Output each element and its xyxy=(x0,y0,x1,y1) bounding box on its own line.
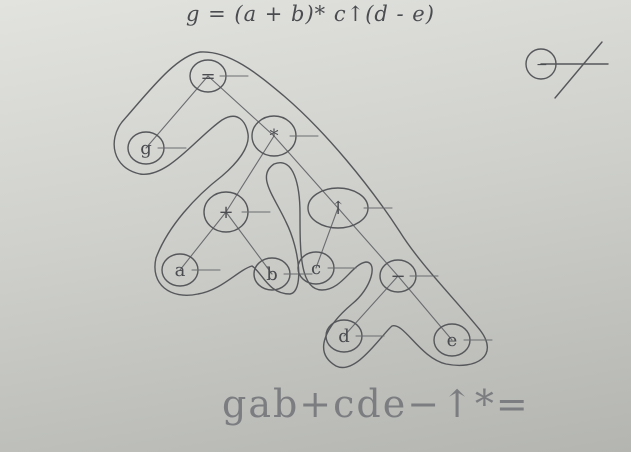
tree-node-mul: * xyxy=(251,115,319,157)
tree-node-label: c xyxy=(311,258,321,279)
notation-label: − xyxy=(536,57,548,73)
tree-edge-eq-mul xyxy=(207,75,275,137)
tree-node-label: a xyxy=(175,260,186,281)
tree-node-label: ↑ xyxy=(330,198,345,219)
tree-edge-plus-a xyxy=(179,211,227,271)
tree-node-g: g xyxy=(127,131,187,165)
tree-edge-mul-pow xyxy=(273,135,339,209)
tree-node-label: d xyxy=(338,326,350,347)
tree-node-label: − xyxy=(390,266,405,287)
tree-node-pow: ↑ xyxy=(307,187,393,229)
tree-node-label: + xyxy=(218,202,233,223)
tree-node-c: c xyxy=(297,251,357,285)
tree-edge-mul-plus xyxy=(225,135,275,213)
tree-node-label: e xyxy=(447,330,458,351)
tree-edge-plus-b xyxy=(225,211,273,275)
tree-node-minus: − xyxy=(379,259,439,293)
tree-node-eq: = xyxy=(189,59,249,93)
notation-icon: − xyxy=(525,41,609,99)
tree-edge-pow-minus xyxy=(337,207,399,277)
tree-node-e: e xyxy=(433,323,493,357)
tree-node-b: b xyxy=(253,257,313,291)
expression-title: g = (a + b)* c↑(d - e) xyxy=(186,2,435,26)
tree-node-a: a xyxy=(161,253,221,287)
tree-node-label: b xyxy=(266,264,278,285)
tree-edge-eq-g xyxy=(145,75,209,149)
traversal-outline xyxy=(113,51,488,369)
tree-edge-pow-c xyxy=(315,207,339,269)
tree-node-label: = xyxy=(200,66,215,87)
tree-node-plus: + xyxy=(203,191,271,233)
tree-node-d: d xyxy=(325,319,385,353)
tree-node-label: g xyxy=(140,138,152,159)
tree-edge-minus-d xyxy=(343,275,399,337)
tree-node-label: * xyxy=(270,126,279,147)
tree-edge-minus-e xyxy=(397,275,453,341)
postfix-result: gab+cde−↑*= xyxy=(222,382,530,426)
